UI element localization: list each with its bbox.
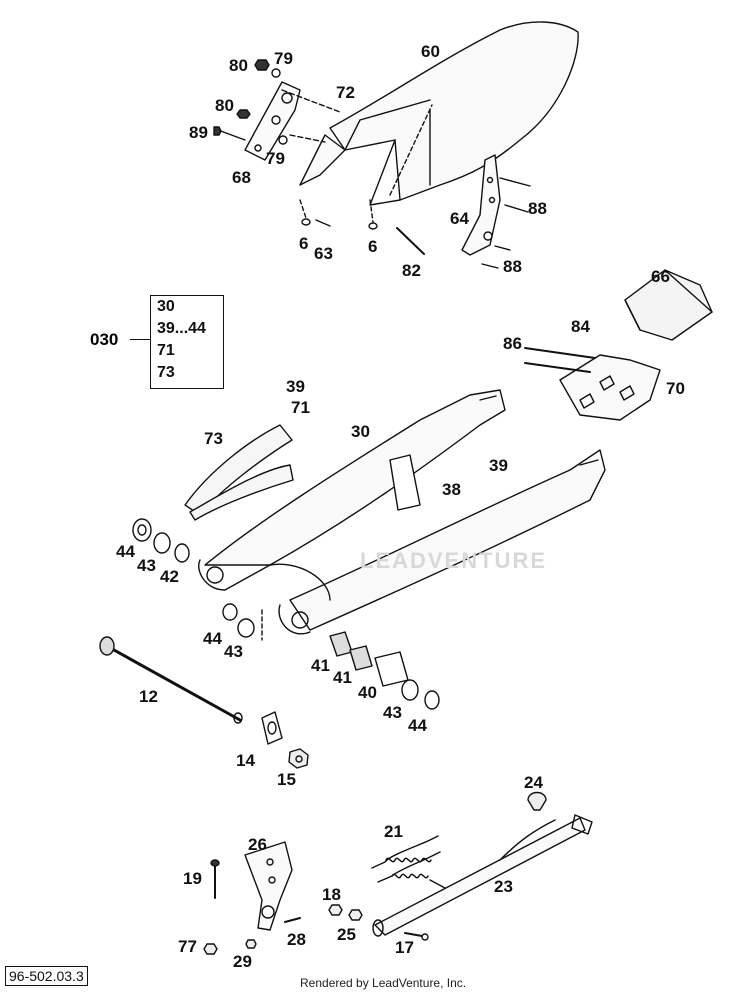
sidestand-part-23 — [372, 814, 593, 937]
callout-44: 44 — [116, 542, 135, 561]
footer-credit: Rendered by LeadVenture, Inc. — [300, 976, 467, 990]
callout-41: 41 — [333, 668, 352, 687]
callout-42: 42 — [160, 567, 179, 586]
kit-item: 30 — [157, 298, 175, 315]
hardware-top-left — [213, 59, 288, 145]
callout-89: 89 — [189, 123, 208, 142]
kit-leader-line — [130, 339, 150, 340]
callout-88: 88 — [528, 199, 547, 218]
callout-12: 12 — [139, 687, 158, 706]
callout-43: 43 — [383, 703, 402, 722]
callout-80: 80 — [215, 96, 234, 115]
kit-label: 030 — [90, 330, 119, 349]
callout-17: 17 — [395, 938, 414, 957]
callout-24: 24 — [524, 773, 543, 792]
callout-28: 28 — [287, 930, 306, 949]
callout-41: 41 — [311, 656, 330, 675]
callout-18: 18 — [322, 885, 341, 904]
swingarm-part-30 — [198, 389, 606, 635]
callout-40: 40 — [358, 683, 377, 702]
callout-39: 39 — [286, 377, 305, 396]
callout-60: 60 — [421, 42, 440, 61]
callout-38: 38 — [442, 480, 461, 499]
callout-73: 73 — [204, 429, 223, 448]
callout-79: 79 — [266, 149, 285, 168]
hardware-6-63-82 — [299, 199, 425, 255]
callout-63: 63 — [314, 244, 333, 263]
callout-82: 82 — [402, 261, 421, 280]
callout-72: 72 — [336, 83, 355, 102]
stand-bracket-part-26 — [244, 841, 293, 931]
bearings-right — [329, 631, 440, 710]
bearings-left — [132, 518, 263, 641]
callout-64: 64 — [450, 209, 469, 228]
small-hardware-bottom — [203, 859, 429, 955]
callout-68: 68 — [232, 168, 251, 187]
callout-80: 80 — [229, 56, 248, 75]
guide-bracket-part-70 — [524, 347, 661, 421]
chain-guard-part-60 — [299, 21, 579, 206]
callout-88: 88 — [503, 257, 522, 276]
kit-item: 39...44 — [157, 320, 206, 337]
bracket-part-68 — [244, 81, 341, 161]
callout-43: 43 — [137, 556, 156, 575]
springs-part-21 — [371, 835, 441, 883]
callout-44: 44 — [203, 629, 222, 648]
bracket-part-64 — [461, 154, 531, 269]
watermark: LEADVENTURE — [360, 548, 548, 573]
callout-43: 43 — [224, 642, 243, 661]
callout-29: 29 — [233, 952, 252, 971]
callout-84: 84 — [571, 317, 590, 336]
callout-30: 30 — [351, 422, 370, 441]
callout-39: 39 — [489, 456, 508, 475]
callout-25: 25 — [337, 925, 356, 944]
document-id: 96-502.03.3 — [5, 966, 88, 986]
callout-21: 21 — [384, 822, 403, 841]
axle-part-12 — [99, 636, 243, 724]
callout-26: 26 — [248, 835, 267, 854]
callout-6: 6 — [368, 237, 378, 256]
callout-66: 66 — [651, 267, 670, 286]
callout-23: 23 — [494, 877, 513, 896]
washer-nut-14-15 — [261, 711, 309, 769]
callout-70: 70 — [666, 379, 685, 398]
kit-contents-box: 30 39...44 71 73 — [150, 295, 224, 389]
callout-77: 77 — [178, 937, 197, 956]
callout-14: 14 — [236, 751, 255, 770]
callout-15: 15 — [277, 770, 296, 789]
callout-19: 19 — [183, 869, 202, 888]
chain-slider-part-73 — [184, 424, 294, 521]
kit-item: 71 — [157, 342, 175, 359]
foot-part-24 — [527, 791, 547, 811]
kit-item: 73 — [157, 364, 175, 381]
callout-71: 71 — [291, 398, 310, 417]
callout-44: 44 — [408, 716, 427, 735]
chain-guide-part-66 — [624, 269, 713, 341]
callout-79: 79 — [274, 49, 293, 68]
callout-6: 6 — [299, 234, 309, 253]
callout-86: 86 — [503, 334, 522, 353]
